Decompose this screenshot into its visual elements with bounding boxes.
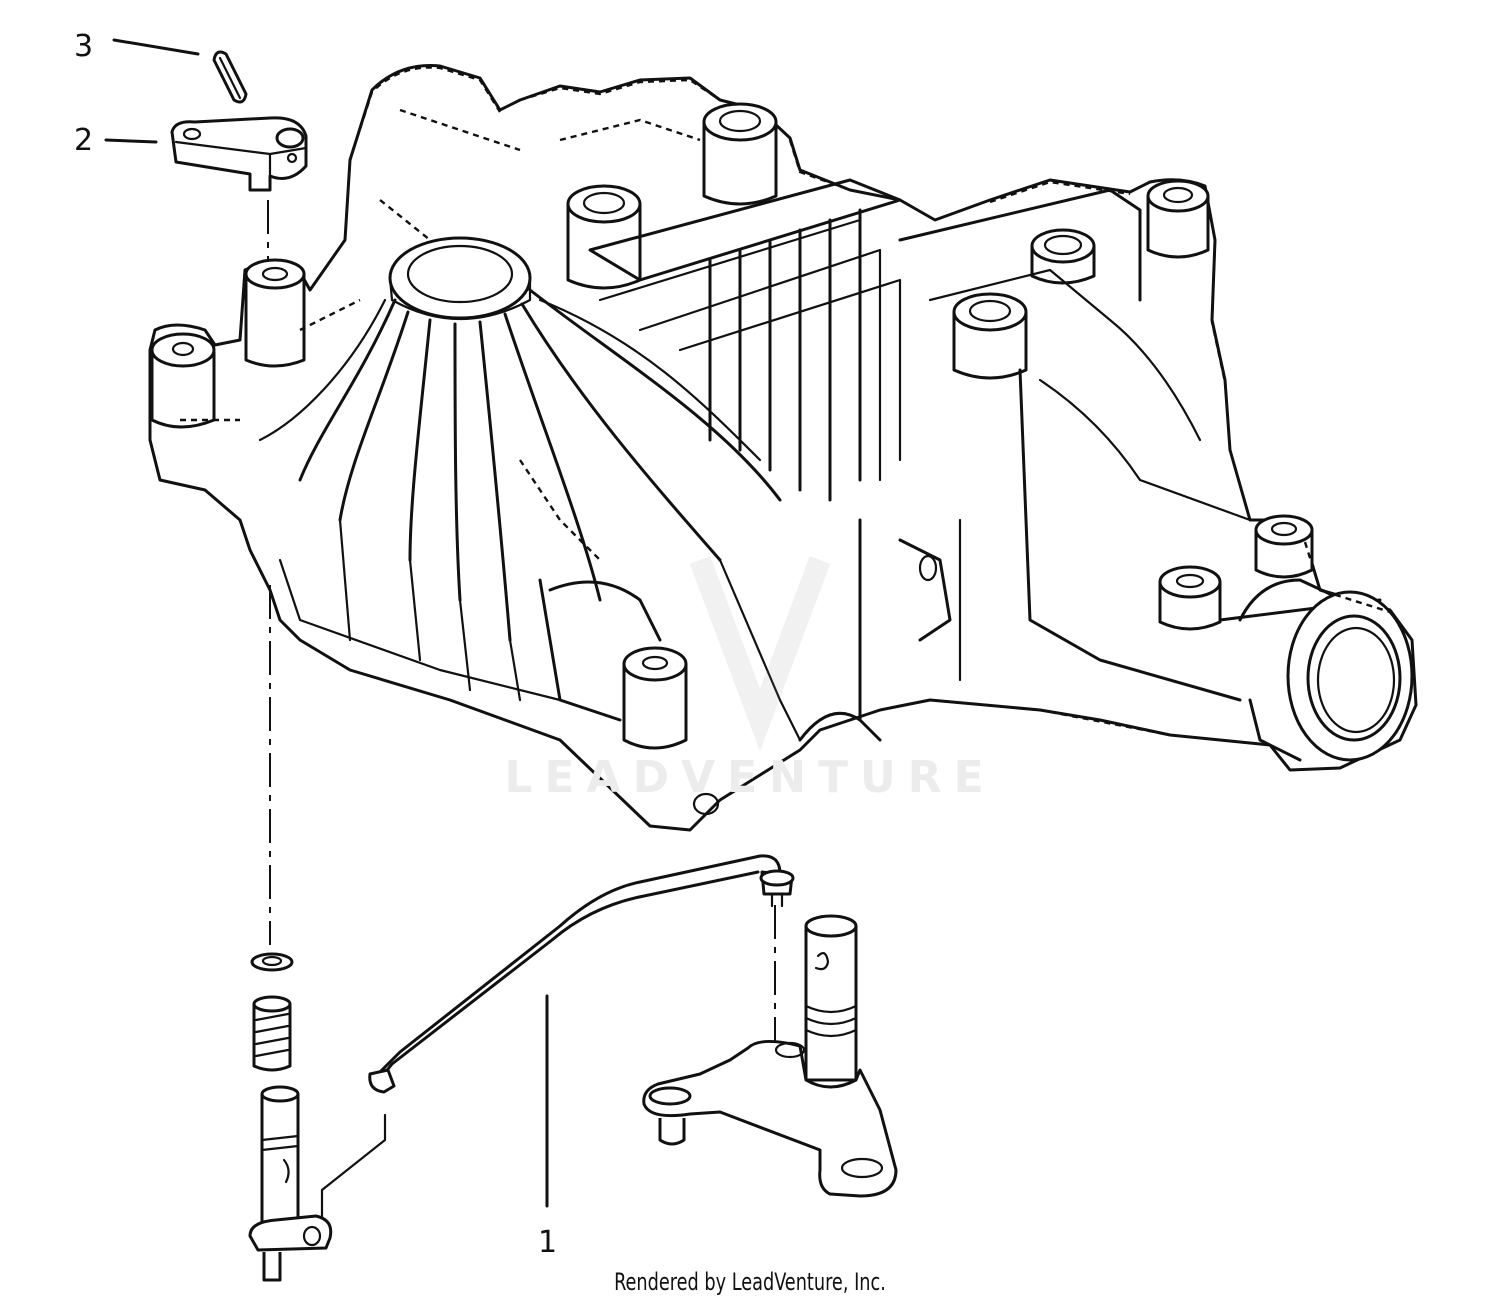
callout-part-2: 2 [74, 123, 94, 158]
boss-lower-mid [1158, 565, 1222, 631]
boss-lower-right [1254, 514, 1314, 579]
boss-right-1 [952, 292, 1028, 380]
boss-right-2 [1030, 228, 1096, 285]
callout-part-3: 3 [74, 29, 94, 64]
axle-housing-right [898, 188, 1382, 702]
boss-top-center [702, 102, 778, 206]
explode-center-lines [267, 200, 776, 1232]
boss-top-left [150, 332, 216, 429]
cooling-fins [588, 178, 902, 502]
watermark-logo [689, 556, 831, 752]
boss-far-right [1146, 179, 1210, 259]
watermark-text: LEADVENTURE [504, 752, 996, 803]
render-credit: Rendered by LeadVenture, Inc. [614, 1268, 886, 1296]
boss-bottom [622, 646, 688, 750]
part-1-assembly [248, 854, 898, 1282]
transaxle-housing [148, 64, 1418, 832]
callout-part-1: 1 [538, 1225, 558, 1260]
part-2-lever-arm [104, 116, 308, 192]
boss-left-socket [244, 258, 306, 368]
axle-bearing-bore [1238, 578, 1414, 762]
part-3-roll-pin [112, 38, 248, 104]
